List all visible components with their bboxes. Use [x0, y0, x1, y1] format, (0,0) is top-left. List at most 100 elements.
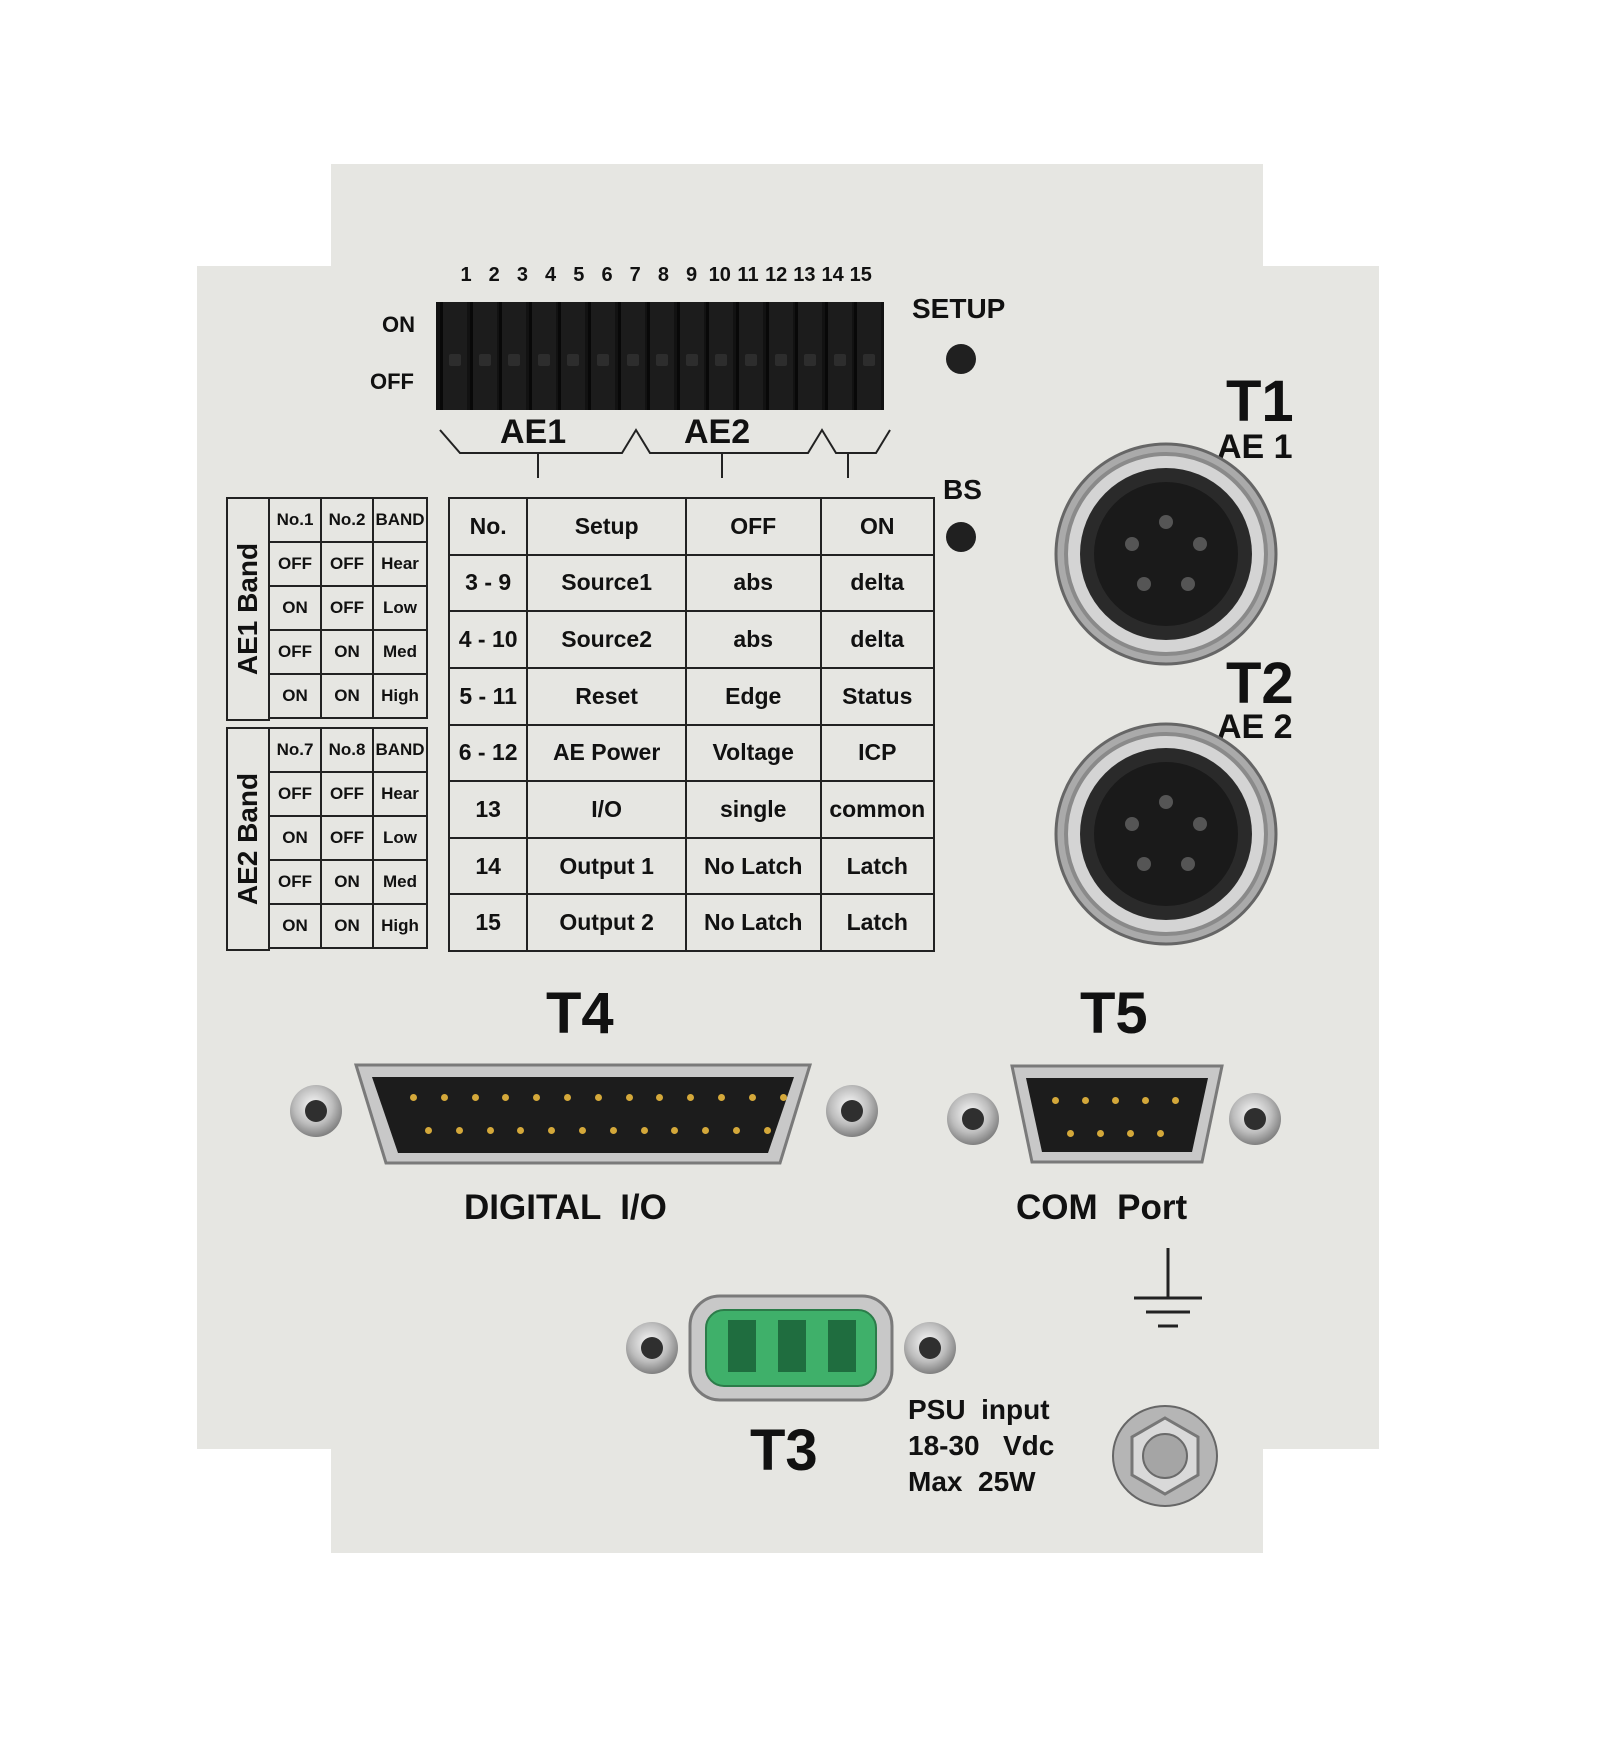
- dip-number-2: 2: [488, 264, 500, 286]
- dip-switch-11[interactable]: [736, 302, 763, 410]
- cell: 4 - 10: [447, 610, 529, 669]
- t5-right-screw: [1229, 1093, 1281, 1145]
- cell: Voltage: [684, 723, 822, 783]
- connector-pin: [579, 1127, 586, 1134]
- connector-pin: [455, 1127, 463, 1134]
- connector-pin: [702, 1127, 710, 1134]
- connector-pin: [1172, 1097, 1179, 1104]
- connector-pin: [733, 1127, 740, 1134]
- connector-pin: [410, 1094, 417, 1101]
- dip-switch-10[interactable]: [706, 302, 734, 410]
- ae2-band-title-box: AE2 Band: [226, 727, 270, 951]
- cell: Med: [372, 629, 428, 675]
- connector-pin: [748, 1094, 756, 1101]
- t3-power-terminal[interactable]: [686, 1290, 896, 1404]
- t5-left-screw: [947, 1093, 999, 1145]
- dip-lever: [449, 354, 461, 366]
- dip-number-10: 10: [708, 264, 731, 286]
- dip-lever: [833, 354, 846, 366]
- cell: ON: [268, 673, 322, 719]
- ae2-band-title: AE2 Band: [232, 772, 263, 906]
- dip-switch-1[interactable]: [440, 302, 467, 410]
- cell: ON: [320, 859, 374, 905]
- t3-right-screw: [904, 1322, 956, 1374]
- cell: Output 1: [526, 836, 687, 896]
- cell: OFF: [268, 541, 322, 587]
- dip-switch-5[interactable]: [558, 302, 586, 410]
- dip-group-ae2-label: AE2: [684, 413, 751, 451]
- dip-switch-block[interactable]: [436, 302, 884, 410]
- connector-pin: [533, 1094, 541, 1101]
- cell: OFF: [320, 815, 374, 861]
- dip-switch-6[interactable]: [588, 302, 615, 410]
- setup-led-label: SETUP: [912, 293, 1006, 324]
- dip-switch-13[interactable]: [795, 302, 823, 410]
- cell: ON: [268, 585, 322, 631]
- dip-number-3: 3: [516, 264, 528, 286]
- ae1-band-title: AE1 Band: [232, 542, 263, 676]
- dip-switch-12[interactable]: [765, 302, 793, 410]
- connector-pin: [486, 1127, 494, 1134]
- dip-switch-14[interactable]: [824, 302, 852, 410]
- dip-lever: [597, 354, 609, 366]
- cell: I/O: [526, 780, 687, 839]
- t3-label: T3: [750, 1418, 818, 1483]
- t4-left-screw: [290, 1085, 342, 1137]
- connector-pin: [517, 1127, 525, 1134]
- cell: Low: [372, 585, 428, 631]
- dip-switch-15[interactable]: [854, 302, 882, 410]
- dip-switch-3[interactable]: [499, 302, 527, 410]
- dip-switch-2[interactable]: [469, 302, 497, 410]
- connector-pin: [687, 1094, 695, 1101]
- connector-pin: [609, 1127, 617, 1134]
- t1-circular-connector[interactable]: [1052, 440, 1280, 668]
- dip-group-ae1-label: AE1: [500, 413, 567, 451]
- cell: 15: [447, 893, 529, 952]
- ae1-band-title-box: AE1 Band: [226, 497, 270, 721]
- cell: No Latch: [684, 836, 822, 896]
- header-no: No.: [447, 497, 529, 556]
- t1-label: T1: [1226, 369, 1294, 434]
- dip-lever: [537, 354, 550, 366]
- connector-pin: [625, 1094, 633, 1101]
- cell: 3 - 9: [447, 553, 529, 613]
- cell: AE Power: [526, 723, 687, 783]
- dip-lever: [685, 354, 698, 366]
- connector-pin: [1142, 1097, 1149, 1104]
- dip-switch-4[interactable]: [528, 302, 556, 410]
- dip-switch-7[interactable]: [617, 302, 645, 410]
- ground-symbol-icon: [1134, 1248, 1202, 1328]
- t5-label: T5: [1080, 981, 1148, 1046]
- connector-pin: [594, 1094, 602, 1101]
- t2-sub-label: AE 2: [1217, 708, 1293, 746]
- dip-number-7: 7: [629, 264, 641, 286]
- dip-number-11: 11: [737, 264, 759, 286]
- t2-circular-connector[interactable]: [1052, 720, 1280, 948]
- connector-pin: [656, 1094, 664, 1101]
- t1-sub-label: AE 1: [1217, 428, 1293, 466]
- dip-switch-9[interactable]: [676, 302, 704, 410]
- connector-pin: [1097, 1130, 1104, 1137]
- ground-bolt[interactable]: [1108, 1400, 1222, 1510]
- connector-pin: [440, 1094, 448, 1101]
- dip-switch-8[interactable]: [647, 302, 675, 410]
- connector-pin: [1127, 1130, 1134, 1137]
- cell: ON: [268, 903, 322, 949]
- t4-db25-connector[interactable]: [348, 1055, 818, 1173]
- cell: High: [372, 903, 428, 949]
- cell: No.7: [268, 727, 322, 773]
- cell: 6 - 12: [447, 723, 529, 783]
- cell: Reset: [526, 666, 687, 726]
- t5-com-port-label: COM Port: [1016, 1188, 1188, 1227]
- cell: ON: [320, 629, 374, 675]
- dip-on-label: ON: [382, 312, 415, 337]
- t5-db9-connector[interactable]: [1006, 1058, 1228, 1170]
- psu-line-2: 18-30 Vdc: [908, 1430, 1055, 1461]
- t4-label: T4: [546, 981, 614, 1046]
- cell: Med: [372, 859, 428, 905]
